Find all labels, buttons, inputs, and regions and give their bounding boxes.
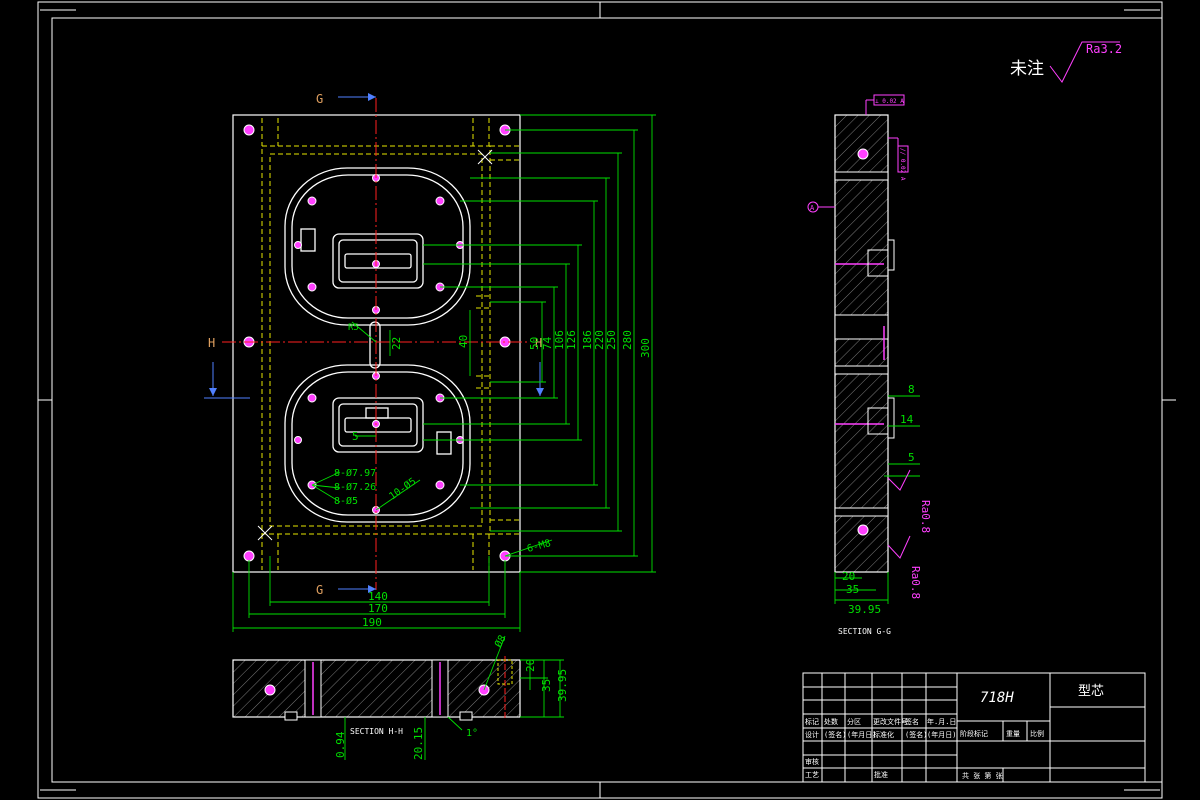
plan-holes [243,124,511,562]
dim-186: 186 [581,330,594,350]
note-m8: 6-M8 [526,538,552,555]
dim-22: 22 [390,337,403,350]
section-gg: 8 14 5 20 35 39.95 SECTION G-G Ra0.8 Ra0… [807,94,932,636]
gg-dim-14: 14 [900,413,914,426]
gg-caption: SECTION G-G [838,627,891,636]
design-0: 设计 [805,730,819,739]
section-g-bottom: G [316,583,323,597]
dim-300: 300 [639,338,652,358]
drawing-frame [37,1,1176,799]
gg-datum: A [810,204,815,212]
dim-220: 220 [593,330,606,350]
gg-dim-3995: 39.95 [848,603,881,616]
design-5: (年月日) [927,730,956,739]
dim-r: R5 [348,323,359,333]
gg-dim-20: 20 [842,570,855,583]
hdr-2: 分区 [847,717,861,726]
gg-ra-b: Ra0.8 [909,566,922,599]
hdr-4: 签名 [905,717,919,726]
unmarked-label: 未注 [1010,59,1044,79]
hh-dim-phi: Ø8 [492,633,508,649]
plan-dimension-lines [389,114,656,573]
dim-126: 126 [565,330,578,350]
unmarked-ra: Ra3.2 [1086,42,1122,56]
gg-gtol-1: ⊥ 0.02 A [875,98,904,105]
center-lines [222,98,530,590]
hh-dim-094: 0.94 [334,731,347,758]
note-holes-1: 8-Ø7.97 [334,467,376,479]
gg-ra-a: Ra0.8 [919,500,932,533]
dim-280: 280 [621,330,634,350]
note-r: 10-Ø5 [387,475,419,502]
hdr-3: 更改文件号 [873,717,908,726]
hdr-1: 处数 [824,717,838,726]
row-check: 审核 [805,757,819,766]
design-3: 标准化 [873,730,894,739]
dim-74: 74 [541,336,554,350]
section-g-top: G [316,92,323,106]
design-1: (签名) [824,730,846,739]
hh-caption: SECTION H-H [350,727,403,736]
dim-190: 190 [362,616,382,629]
design-2: (年月日) [847,730,876,739]
gg-dim-35: 35 [846,583,859,596]
dim-40: 40 [457,335,470,348]
gg-dim-5: 5 [908,451,915,464]
plan-view: G G H H [204,92,656,632]
dim-170: 170 [368,602,388,615]
hdr-5: 年.月.日 [927,717,956,726]
row-approve: 批准 [874,770,888,779]
hh-dim-20: 20 [524,659,537,672]
section-hh: 20 35 39.95 0.94 20.15 1° Ø8 SECTION H-H [232,633,569,760]
note-holes-2: 8-Ø7.26 [334,481,376,493]
hh-dim-35: 35 [540,679,553,692]
gg-gtol-2: // 0.02 A [899,148,906,181]
note-holes-3: 8-Ø5 [334,495,358,507]
dim-5: 5 [352,430,359,443]
row-process: 工艺 [805,771,819,779]
part-name: 型芯 [1078,684,1104,699]
roughness-note: 未注 Ra3.2 [1010,41,1122,83]
design-4: (签名) [905,730,927,739]
dim-250: 250 [605,330,618,350]
material: 718H [980,690,1014,706]
hh-dim-angle: 1° [466,728,478,739]
stage-1: 重量 [1006,730,1020,738]
section-markers: G G H H [204,92,544,597]
stage-2: 比例 [1030,729,1044,738]
section-h-left: H [208,336,215,350]
section-h-right: H [535,336,542,350]
hh-dim-3995: 39.95 [556,669,569,702]
cavity-outlines [284,167,471,523]
sheet-info: 共 张 第 张 [962,771,1003,780]
dim-140: 140 [368,590,388,603]
gg-dim-8: 8 [908,383,915,396]
hdr-0: 标记 [805,717,819,726]
hh-dim-2015: 20.15 [412,727,425,760]
dim-106: 106 [553,330,566,350]
dim-50: 50 [528,337,541,350]
title-block: 718H 型芯 标记 处数 分区 更改文件号 签名 年.月.日 设计 (签名) … [802,672,1146,783]
stage-0: 阶段标记 [960,729,988,738]
